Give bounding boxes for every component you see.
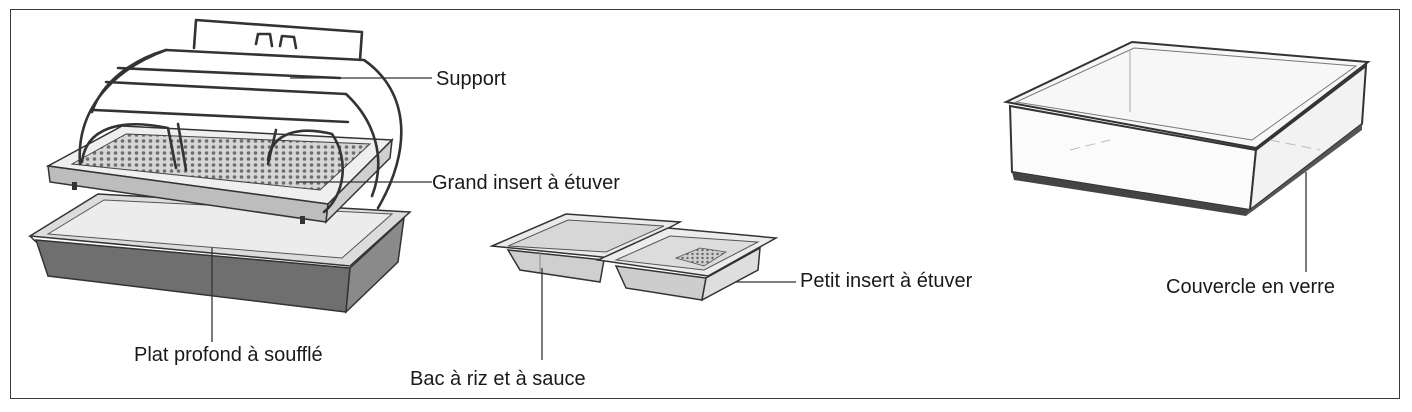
label-plat-profond: Plat profond à soufflé — [134, 344, 323, 366]
label-bac-riz: Bac à riz et à sauce — [410, 368, 586, 390]
small-steam-insert — [595, 227, 779, 302]
deep-dish — [27, 193, 412, 314]
label-couvercle: Couvercle en verre — [1166, 276, 1335, 298]
wire-rack — [78, 18, 403, 214]
leader-lines — [211, 77, 1307, 360]
rice-sauce-pan — [489, 213, 683, 283]
large-steam-tray — [45, 125, 394, 225]
glass-lid — [1002, 40, 1371, 216]
label-petit-insert: Petit insert à étuver — [800, 270, 973, 292]
label-support: Support — [436, 68, 507, 90]
label-grand-insert: Grand insert à étuver — [432, 172, 620, 194]
